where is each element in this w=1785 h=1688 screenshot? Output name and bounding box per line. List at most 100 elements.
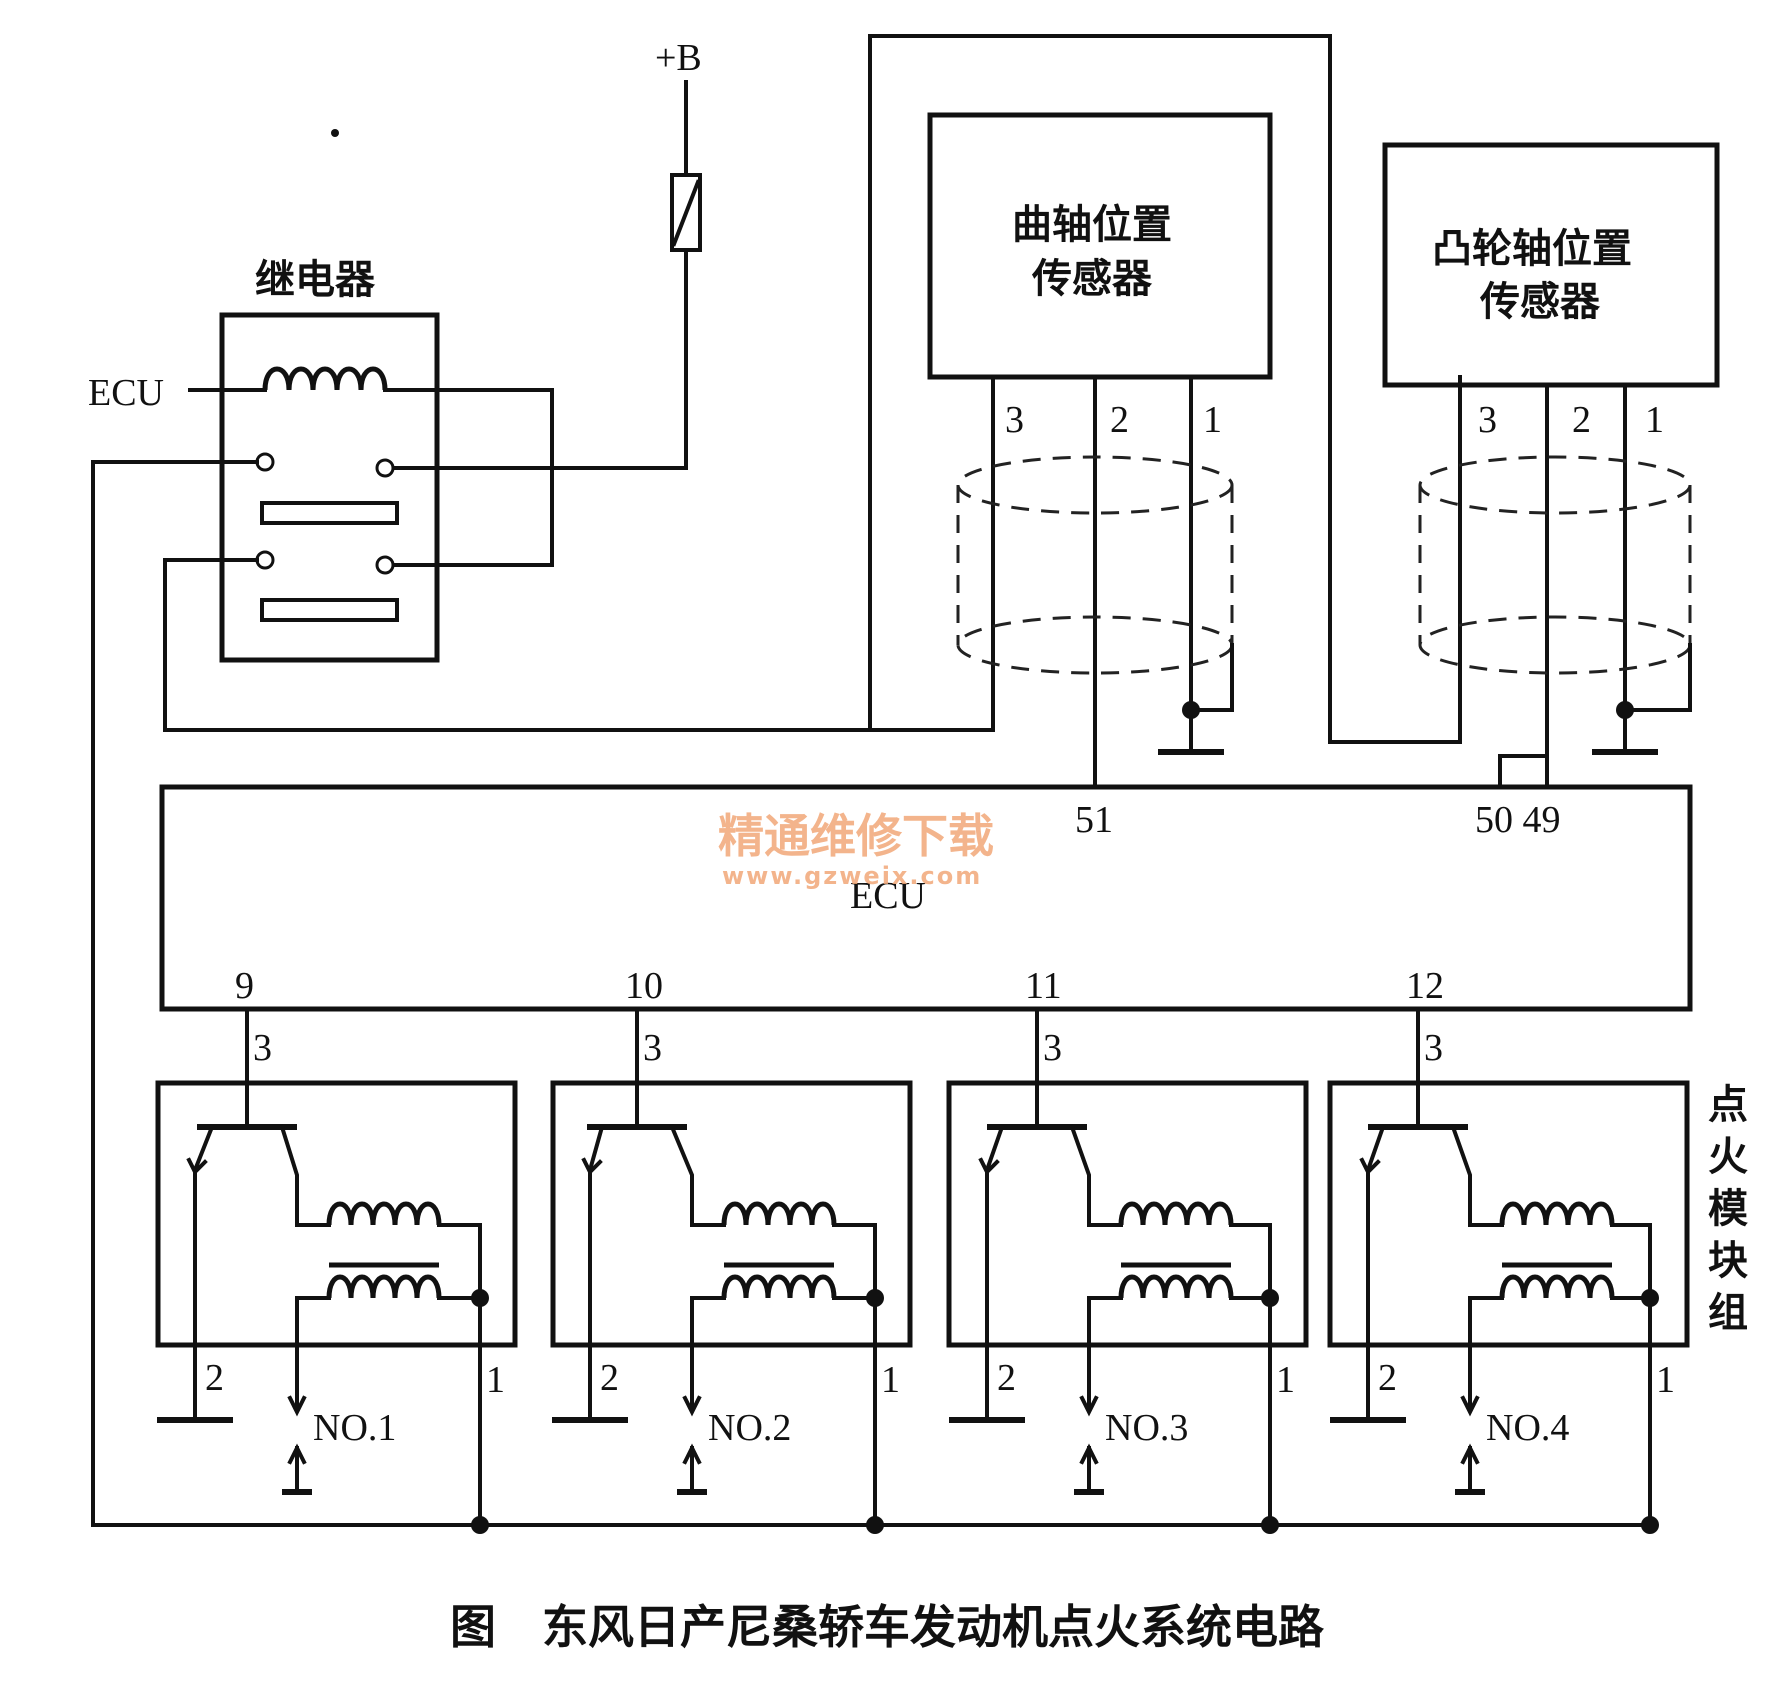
ecu-out-pin: 11 <box>1025 965 1062 1007</box>
cam-sensor-line1: 凸轮轴位置 <box>1432 226 1632 272</box>
relay-coil-return-wire <box>383 388 554 567</box>
cam-pin3-wire <box>868 34 1462 744</box>
ecu-out-pin: 12 <box>1406 965 1444 1007</box>
module-in-pin-label: 3 <box>1043 1027 1062 1069</box>
ecu-pin-51: 51 <box>1075 799 1113 841</box>
ignition-module-box <box>155 1080 518 1348</box>
module-group-label-5: 组 <box>1708 1290 1748 1336</box>
crank-shield-drain <box>1189 643 1234 712</box>
module-gnd-pin-label: 2 <box>997 1357 1016 1399</box>
fuse-to-relay-wire <box>390 248 688 470</box>
spark-arrow-down <box>682 1395 702 1417</box>
transistor-arrow <box>581 1157 603 1176</box>
relay-ecu-label: ECU <box>88 372 164 414</box>
module-in-pin-label: 3 <box>1424 1027 1443 1069</box>
primary-coil-winding <box>326 1201 442 1226</box>
relay-terminal <box>255 550 275 570</box>
spark-arrow-up <box>1460 1443 1480 1465</box>
module-gnd-pin-label: 2 <box>205 1357 224 1399</box>
cylinder-label: NO.4 <box>1486 1407 1569 1449</box>
ignition-module-box <box>550 1080 913 1348</box>
transistor-collector-lead <box>1069 1124 1123 1227</box>
primary-coil-winding <box>1118 1201 1234 1226</box>
ecu-label: ECU <box>850 875 926 917</box>
cam-shield-drain <box>1623 643 1692 712</box>
stray-mark <box>331 129 339 137</box>
module-in-pin-label: 3 <box>643 1027 662 1069</box>
secondary-coil-winding <box>326 1274 442 1299</box>
relay-box <box>219 312 440 663</box>
secondary-coil-winding <box>1118 1274 1234 1299</box>
crank-pin1-label: 1 <box>1203 399 1222 441</box>
module-gnd-pin-label: 2 <box>600 1357 619 1399</box>
module-group-label-4: 块 <box>1708 1238 1748 1284</box>
transistor-arrow <box>1359 1157 1381 1176</box>
relay-contact-bar <box>260 598 399 622</box>
module-pwr-pin-label: 1 <box>486 1359 505 1401</box>
module-group-label-2: 火 <box>1708 1134 1748 1180</box>
module-group-label-1: 点 <box>1708 1082 1748 1128</box>
bus-junction-dot <box>1261 1516 1279 1534</box>
spark-arrow-up <box>1079 1443 1099 1465</box>
transistor-collector-lead <box>1450 1124 1504 1227</box>
ignition-module-box <box>1327 1080 1690 1348</box>
bus-junction-dot <box>1641 1516 1659 1534</box>
power-label: +B <box>655 37 702 79</box>
coil-supply-wire <box>832 1223 877 1527</box>
secondary-coil-winding <box>721 1274 837 1299</box>
transistor-arrow <box>978 1157 1000 1176</box>
cylinder-label: NO.3 <box>1105 1407 1188 1449</box>
crank-pin2-label: 2 <box>1110 399 1129 441</box>
coil-supply-wire <box>437 1223 482 1527</box>
cam-pin2-label: 2 <box>1572 399 1591 441</box>
spark-arrow-down <box>1079 1395 1099 1417</box>
spark-arrow-down <box>287 1395 307 1417</box>
crank-sensor-line1: 曲轴位置 <box>1012 202 1172 248</box>
relay-label: 继电器 <box>255 257 376 303</box>
primary-coil-winding <box>721 1201 837 1226</box>
spark-arrow-up <box>287 1443 307 1465</box>
ecu-out-pin: 9 <box>235 965 254 1007</box>
cylinder-label: NO.2 <box>708 1407 791 1449</box>
coil-junction-dot <box>1641 1289 1659 1307</box>
cam-pin1-label: 1 <box>1645 399 1664 441</box>
module-pwr-pin-label: 1 <box>881 1359 900 1401</box>
coil-junction-dot <box>1261 1289 1279 1307</box>
transistor-collector-lead <box>279 1124 331 1227</box>
spark-output-wire <box>1087 1296 1123 1412</box>
module-pwr-pin-label: 1 <box>1276 1359 1295 1401</box>
coil-junction-dot <box>866 1289 884 1307</box>
cam-sensor-line2: 传感器 <box>1479 279 1601 325</box>
bus-junction-dot <box>866 1516 884 1534</box>
ignition-module-box <box>946 1080 1309 1348</box>
relay-terminal <box>375 458 395 478</box>
relay-to-crank-wire <box>163 558 995 732</box>
cylinder-label: NO.1 <box>313 1407 396 1449</box>
bus-junction-dot <box>471 1516 489 1534</box>
watermark-url: www.gzweix.com <box>722 862 982 890</box>
ecu-pin50-wire <box>1498 754 1549 789</box>
coil-junction-dot <box>471 1289 489 1307</box>
relay-contact-bar <box>260 501 399 525</box>
watermark-text: 精通维修下载 <box>718 809 994 863</box>
crank-sensor-box <box>927 112 1273 380</box>
ecu-out-pin: 10 <box>625 965 663 1007</box>
transistor-collector-lead <box>669 1124 726 1227</box>
spark-arrow-up <box>682 1443 702 1465</box>
crank-pin3-label: 3 <box>1005 399 1024 441</box>
ecu-box <box>159 784 1693 1012</box>
spark-output-wire <box>690 1296 726 1412</box>
cam-sensor-box <box>1382 142 1720 388</box>
spark-output-wire <box>295 1296 331 1412</box>
relay-terminal <box>375 555 395 575</box>
cam-pin3-label: 3 <box>1478 399 1497 441</box>
coil-supply-wire <box>1610 1223 1652 1527</box>
secondary-coil-winding <box>1499 1274 1615 1299</box>
fuse-element <box>671 179 701 247</box>
module-group-label-3: 模 <box>1708 1186 1748 1232</box>
figure-title: 图 东风日产尼桑轿车发动机点火系统电路 <box>450 1600 1325 1654</box>
primary-coil-winding <box>1499 1201 1615 1226</box>
relay-coil <box>262 366 388 391</box>
